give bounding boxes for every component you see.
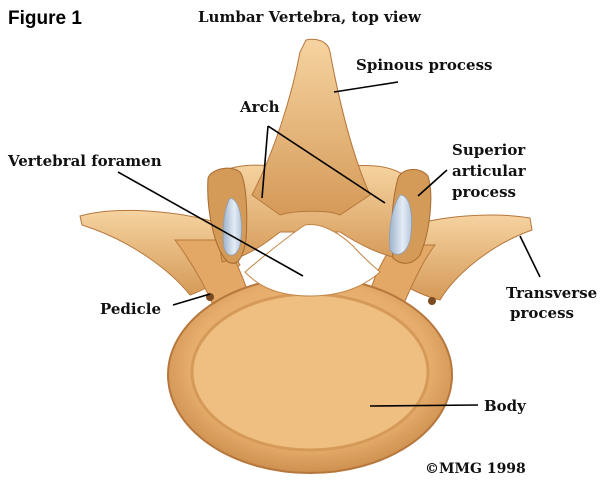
copyright-notice: ©MMG 1998 (425, 461, 526, 477)
figure-label: Figure 1 (8, 8, 82, 30)
label-superior-articular-line1: Superior (452, 141, 525, 160)
label-superior-articular-line2: articular (452, 162, 526, 181)
label-superior-articular-line3: process (452, 183, 516, 202)
label-vertebral-foramen: Vertebral foramen (8, 152, 162, 171)
label-transverse-process-line2: process (510, 304, 574, 323)
label-transverse-process-line1: Transverse (506, 284, 597, 303)
leader-pedicle (173, 294, 210, 305)
label-body: Body (484, 397, 526, 416)
label-pedicle: Pedicle (100, 300, 161, 319)
vertebral-body-inner (192, 294, 428, 450)
label-spinous-process: Spinous process (356, 56, 492, 75)
leader-transverse-process (520, 236, 540, 277)
diagram-title: Lumbar Vertebra, top view (198, 8, 421, 27)
label-arch: Arch (240, 98, 280, 117)
leader-spinous-process (334, 82, 398, 92)
leader-body (370, 405, 478, 406)
right-nutrient-foramen (428, 297, 436, 305)
